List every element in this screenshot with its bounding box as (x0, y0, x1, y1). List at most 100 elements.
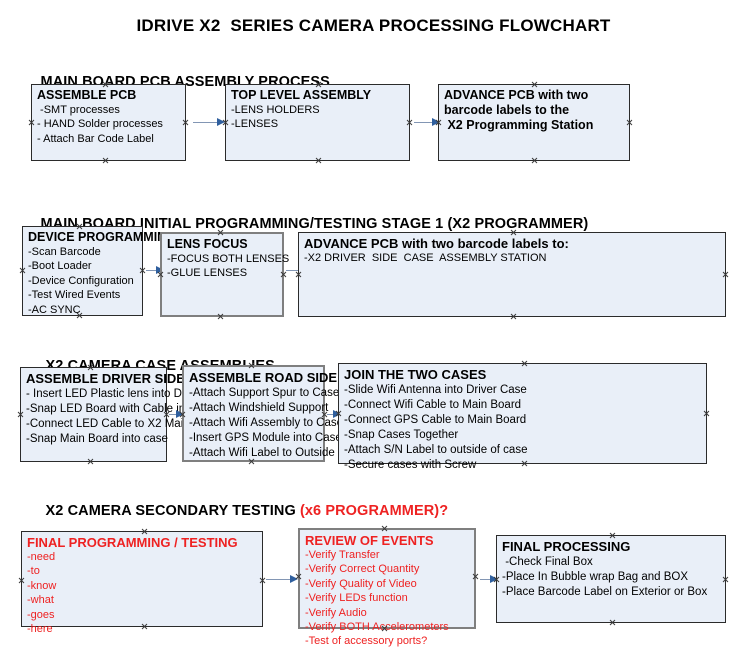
connection-handle-left[interactable] (18, 577, 25, 584)
box-line: -know (27, 579, 57, 592)
box-line: -Snap Main Board into case (26, 433, 168, 445)
connection-handle-top[interactable] (531, 81, 538, 88)
box-title: REVIEW OF EVENTS (305, 533, 434, 548)
box-line: - Insert LED Plastic lens into Driver Ca… (26, 388, 235, 400)
box-title: ADVANCE PCB with two (444, 88, 589, 102)
box-line: -Attach Windshield Support (189, 402, 329, 414)
box-line: -Boot Loader (28, 260, 92, 273)
connection-handle-bottom[interactable] (609, 619, 616, 626)
box-line: -here (27, 623, 53, 636)
box-line: -to (27, 565, 40, 578)
arrow-head (432, 118, 440, 126)
connection-handle-right[interactable] (406, 119, 413, 126)
box-line: -Snap LED Board with Cable into Case (26, 403, 225, 415)
process-box-advance-pcb-2[interactable]: ADVANCE PCB with two barcode labels to: … (298, 232, 726, 317)
box-line: -SMT processes (37, 104, 120, 116)
box-line: -Test Wired Events (28, 289, 121, 302)
arrow-connector (327, 410, 341, 419)
arrow-head (176, 410, 184, 418)
box-line: -Connect LED Cable to X2 Main Board (26, 418, 224, 430)
section-heading-4: X2 CAMERA SECONDARY TESTING (x6 PROGRAMM… (29, 487, 449, 535)
box-line: -Connect Wifi Cable to Main Board (344, 399, 522, 411)
box-line: -Connect GPS Cable to Main Board (344, 414, 527, 426)
box-line: -X2 DRIVER SIDE CASE ASSEMBLY STATION (304, 252, 547, 264)
process-box-final-processing[interactable]: FINAL PROCESSING -Check Final Box -Place… (496, 535, 726, 623)
section-heading-4-accent: (x6 PROGRAMMER)? (299, 503, 449, 519)
box-line-overflow: -Test of accessory ports? (305, 635, 428, 648)
box-line: -Place In Bubble wrap Bag and BOX (502, 571, 689, 583)
box-line: -Device Configuration (28, 274, 134, 287)
connection-handle-right[interactable] (259, 577, 266, 584)
connection-handle-right[interactable] (139, 267, 146, 274)
connection-handle-left[interactable] (28, 119, 35, 126)
box-line: barcode labels to the (444, 103, 570, 117)
connection-handle-left[interactable] (19, 267, 26, 274)
process-box-device-programming[interactable]: DEVICE PROGRAMMING -Scan Barcode -Boot L… (19, 226, 176, 316)
box-line: -Check Final Box (502, 556, 593, 568)
connection-handle-bottom[interactable] (217, 313, 224, 320)
box-line: -Attach S/N Label to outside of case (344, 444, 528, 456)
arrow-connector (414, 118, 440, 127)
box-title: LENS FOCUS (167, 237, 248, 251)
arrow-head (490, 575, 498, 583)
connection-handle-left[interactable] (17, 411, 24, 418)
process-box-join-the-two-cases[interactable]: JOIN THE TWO CASES -Slide Wifi Antenna i… (338, 360, 710, 471)
box-line: -Attach Support Spur to Case (189, 387, 340, 399)
arrow-head (290, 575, 298, 583)
box-line: -LENS HOLDERS (231, 104, 320, 116)
connection-handle-right[interactable] (703, 410, 710, 417)
box-line: -Attach Wifi Label to Outside of Case (189, 447, 378, 459)
connection-handle-bottom[interactable] (87, 458, 94, 465)
section-heading-4-text: X2 CAMERA SECONDARY TESTING (45, 503, 300, 519)
arrow-shaft (480, 579, 491, 581)
box-line: X2 Programming Station (444, 118, 594, 132)
connection-handle-top[interactable] (521, 360, 528, 367)
box-line: -FOCUS BOTH LENSES (167, 253, 290, 265)
process-box-final-programming-testing[interactable]: FINAL PROGRAMMING / TESTING -need -to -k… (18, 531, 266, 635)
box-line: - HAND Solder processes (37, 118, 163, 131)
box-line: -LENSES (231, 118, 279, 131)
box-line: -Slide Wifi Antenna into Driver Case (344, 384, 527, 396)
box-line: -Verify Transfer (305, 549, 380, 561)
box-line: -goes (27, 608, 55, 621)
arrow-shaft (266, 579, 291, 581)
process-box-assemble-road-side-case[interactable]: ASSEMBLE ROAD SIDE CASE -Attach Support … (182, 365, 378, 462)
box-line: -what (27, 594, 54, 607)
box-line: -AC SYNC (28, 303, 81, 316)
arrow-connector (169, 410, 184, 419)
process-box-top-level-assembly[interactable]: TOP LEVEL ASSEMBLY -LENS HOLDERS -LENSES (225, 84, 410, 161)
box-line: -Scan Barcode (28, 246, 101, 258)
connection-handle-right[interactable] (722, 271, 729, 278)
box-line: -Attach Wifi Assembly to Case (189, 417, 344, 429)
process-box-assemble-pcb[interactable]: ASSEMBLE PCB -SMT processes - HAND Solde… (31, 84, 186, 161)
connection-handle-bottom[interactable] (102, 157, 109, 164)
box-title: TOP LEVEL ASSEMBLY (231, 88, 372, 102)
box-line: -GLUE LENSES (167, 267, 248, 280)
arrow-shaft (286, 270, 299, 272)
arrow-shaft (327, 414, 334, 416)
connection-handle-bottom[interactable] (315, 157, 322, 164)
box-title: ASSEMBLE DRIVER SIDE CASE (26, 371, 225, 386)
connection-handle-right[interactable] (472, 573, 479, 580)
connection-handle-right[interactable] (182, 119, 189, 126)
arrow-connector (193, 118, 225, 127)
box-title: ADVANCE PCB with two barcode labels to: (304, 236, 569, 251)
arrow-head (217, 118, 225, 126)
process-box-advance-pcb-1[interactable]: ADVANCE PCB with two barcode labels to t… (438, 84, 630, 161)
box-line: -Place Barcode Label on Exterior or Box (502, 586, 708, 598)
process-box-review-of-events[interactable]: REVIEW OF EVENTS -Verify Transfer -Verif… (298, 528, 479, 647)
connection-handle-right[interactable] (722, 576, 729, 583)
connection-handle-right[interactable] (626, 119, 633, 126)
box-line: -Verify Quality of Video (305, 577, 417, 590)
arrow-shaft (146, 270, 157, 272)
box-title: FINAL PROCESSING (502, 539, 631, 554)
connection-handle-bottom[interactable] (510, 313, 517, 320)
page-title: IDRIVE X2 SERIES CAMERA PROCESSING FLOWC… (136, 16, 611, 35)
process-box-assemble-driver-side-case[interactable]: ASSEMBLE DRIVER SIDE CASE - Insert LED P… (17, 367, 235, 465)
arrow-connector (266, 575, 298, 584)
box-line: -need (27, 551, 56, 563)
process-box-lens-focus[interactable]: LENS FOCUS -FOCUS BOTH LENSES -GLUE LENS… (160, 232, 290, 320)
connection-handle-bottom[interactable] (531, 157, 538, 164)
connection-handle-top[interactable] (609, 532, 616, 539)
